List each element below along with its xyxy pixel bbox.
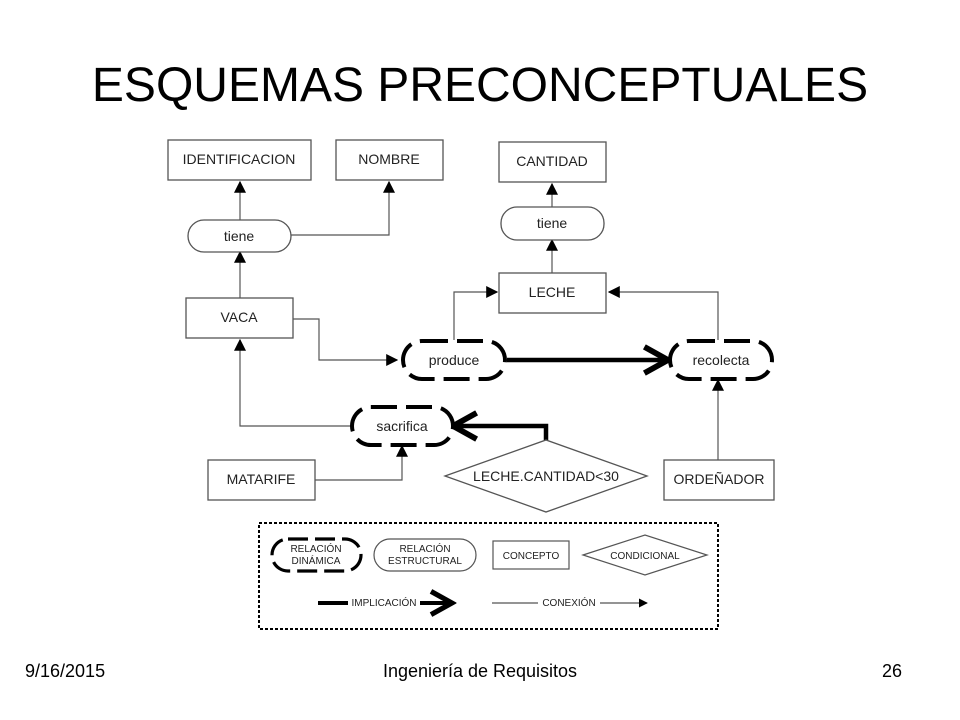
svg-text:recolecta: recolecta xyxy=(693,352,750,368)
concept-identificacion: IDENTIFICACION xyxy=(167,139,312,181)
legend-structural-relation: RELACIÓN ESTRUCTURAL xyxy=(373,538,477,572)
conn-vaca-to-produce xyxy=(293,318,399,366)
svg-text:tiene: tiene xyxy=(537,215,568,231)
svg-text:tiene: tiene xyxy=(224,228,255,244)
conn-tiene-to-nombre xyxy=(291,180,395,236)
slide-title: ESQUEMAS PRECONCEPTUALES xyxy=(91,59,869,112)
svg-text:CONCEPTO: CONCEPTO xyxy=(503,551,560,562)
conn-recolecta-to-leche xyxy=(607,286,719,340)
svg-text:CONDICIONAL: CONDICIONAL xyxy=(610,551,680,562)
svg-text:RELACIÓN: RELACIÓN xyxy=(290,542,341,555)
conn-sacrifica-to-vaca xyxy=(234,338,352,427)
svg-text:RELACIÓN: RELACIÓN xyxy=(399,542,450,555)
footer-page-number: 26 xyxy=(881,661,902,681)
legend: RELACIÓN DINÁMICA RELACIÓN ESTRUCTURAL C… xyxy=(258,522,719,630)
legend-concept: CONCEPTO xyxy=(492,540,570,570)
legend-connection: CONEXIÓN xyxy=(492,596,648,609)
concept-vaca: VACA xyxy=(185,297,294,339)
implications xyxy=(453,360,668,440)
legend-implication: IMPLICACIÓN xyxy=(318,596,452,609)
svg-text:IDENTIFICACION: IDENTIFICACION xyxy=(183,151,296,167)
conn-matarife-to-sacrifica xyxy=(315,444,408,481)
footer-date: 9/16/2015 xyxy=(25,661,106,681)
structural-relation-tiene-right: tiene xyxy=(500,206,605,241)
concept-matarife: MATARIFE xyxy=(207,459,316,501)
concept-leche: LECHE xyxy=(498,272,607,314)
svg-text:NOMBRE: NOMBRE xyxy=(358,151,419,167)
svg-text:LECHE.CANTIDAD<30: LECHE.CANTIDAD<30 xyxy=(473,468,619,484)
dynamic-relation-produce: produce xyxy=(401,339,507,381)
legend-dynamic-relation: RELACIÓN DINÁMICA xyxy=(270,537,363,573)
dynamic-relation-sacrifica: sacrifica xyxy=(350,405,455,447)
connections xyxy=(234,180,724,481)
legend-conditional: CONDICIONAL xyxy=(581,534,709,576)
svg-text:CONEXIÓN: CONEXIÓN xyxy=(542,596,595,609)
implication-condition-to-sacrifica xyxy=(453,426,549,440)
structural-relation-tiene-left: tiene xyxy=(187,219,292,253)
footer-course-title: Ingeniería de Requisitos xyxy=(382,661,578,681)
svg-text:LECHE: LECHE xyxy=(529,284,576,300)
concept-cantidad: CANTIDAD xyxy=(498,141,607,183)
concept-nombre: NOMBRE xyxy=(335,139,444,181)
conn-produce-to-leche xyxy=(453,286,499,340)
svg-text:DINÁMICA: DINÁMICA xyxy=(292,554,341,567)
svg-text:produce: produce xyxy=(429,352,480,368)
concept-ordenador: ORDEÑADOR xyxy=(663,459,775,501)
svg-text:CANTIDAD: CANTIDAD xyxy=(516,153,588,169)
svg-text:VACA: VACA xyxy=(220,309,258,325)
dynamic-relation-recolecta: recolecta xyxy=(668,339,774,381)
svg-text:sacrifica: sacrifica xyxy=(376,418,428,434)
svg-text:IMPLICACIÓN: IMPLICACIÓN xyxy=(351,596,416,609)
svg-text:MATARIFE: MATARIFE xyxy=(227,471,296,487)
conditional-leche-cantidad: LECHE.CANTIDAD<30 xyxy=(443,439,649,513)
svg-text:ORDEÑADOR: ORDEÑADOR xyxy=(673,471,764,487)
svg-text:ESTRUCTURAL: ESTRUCTURAL xyxy=(388,556,462,567)
